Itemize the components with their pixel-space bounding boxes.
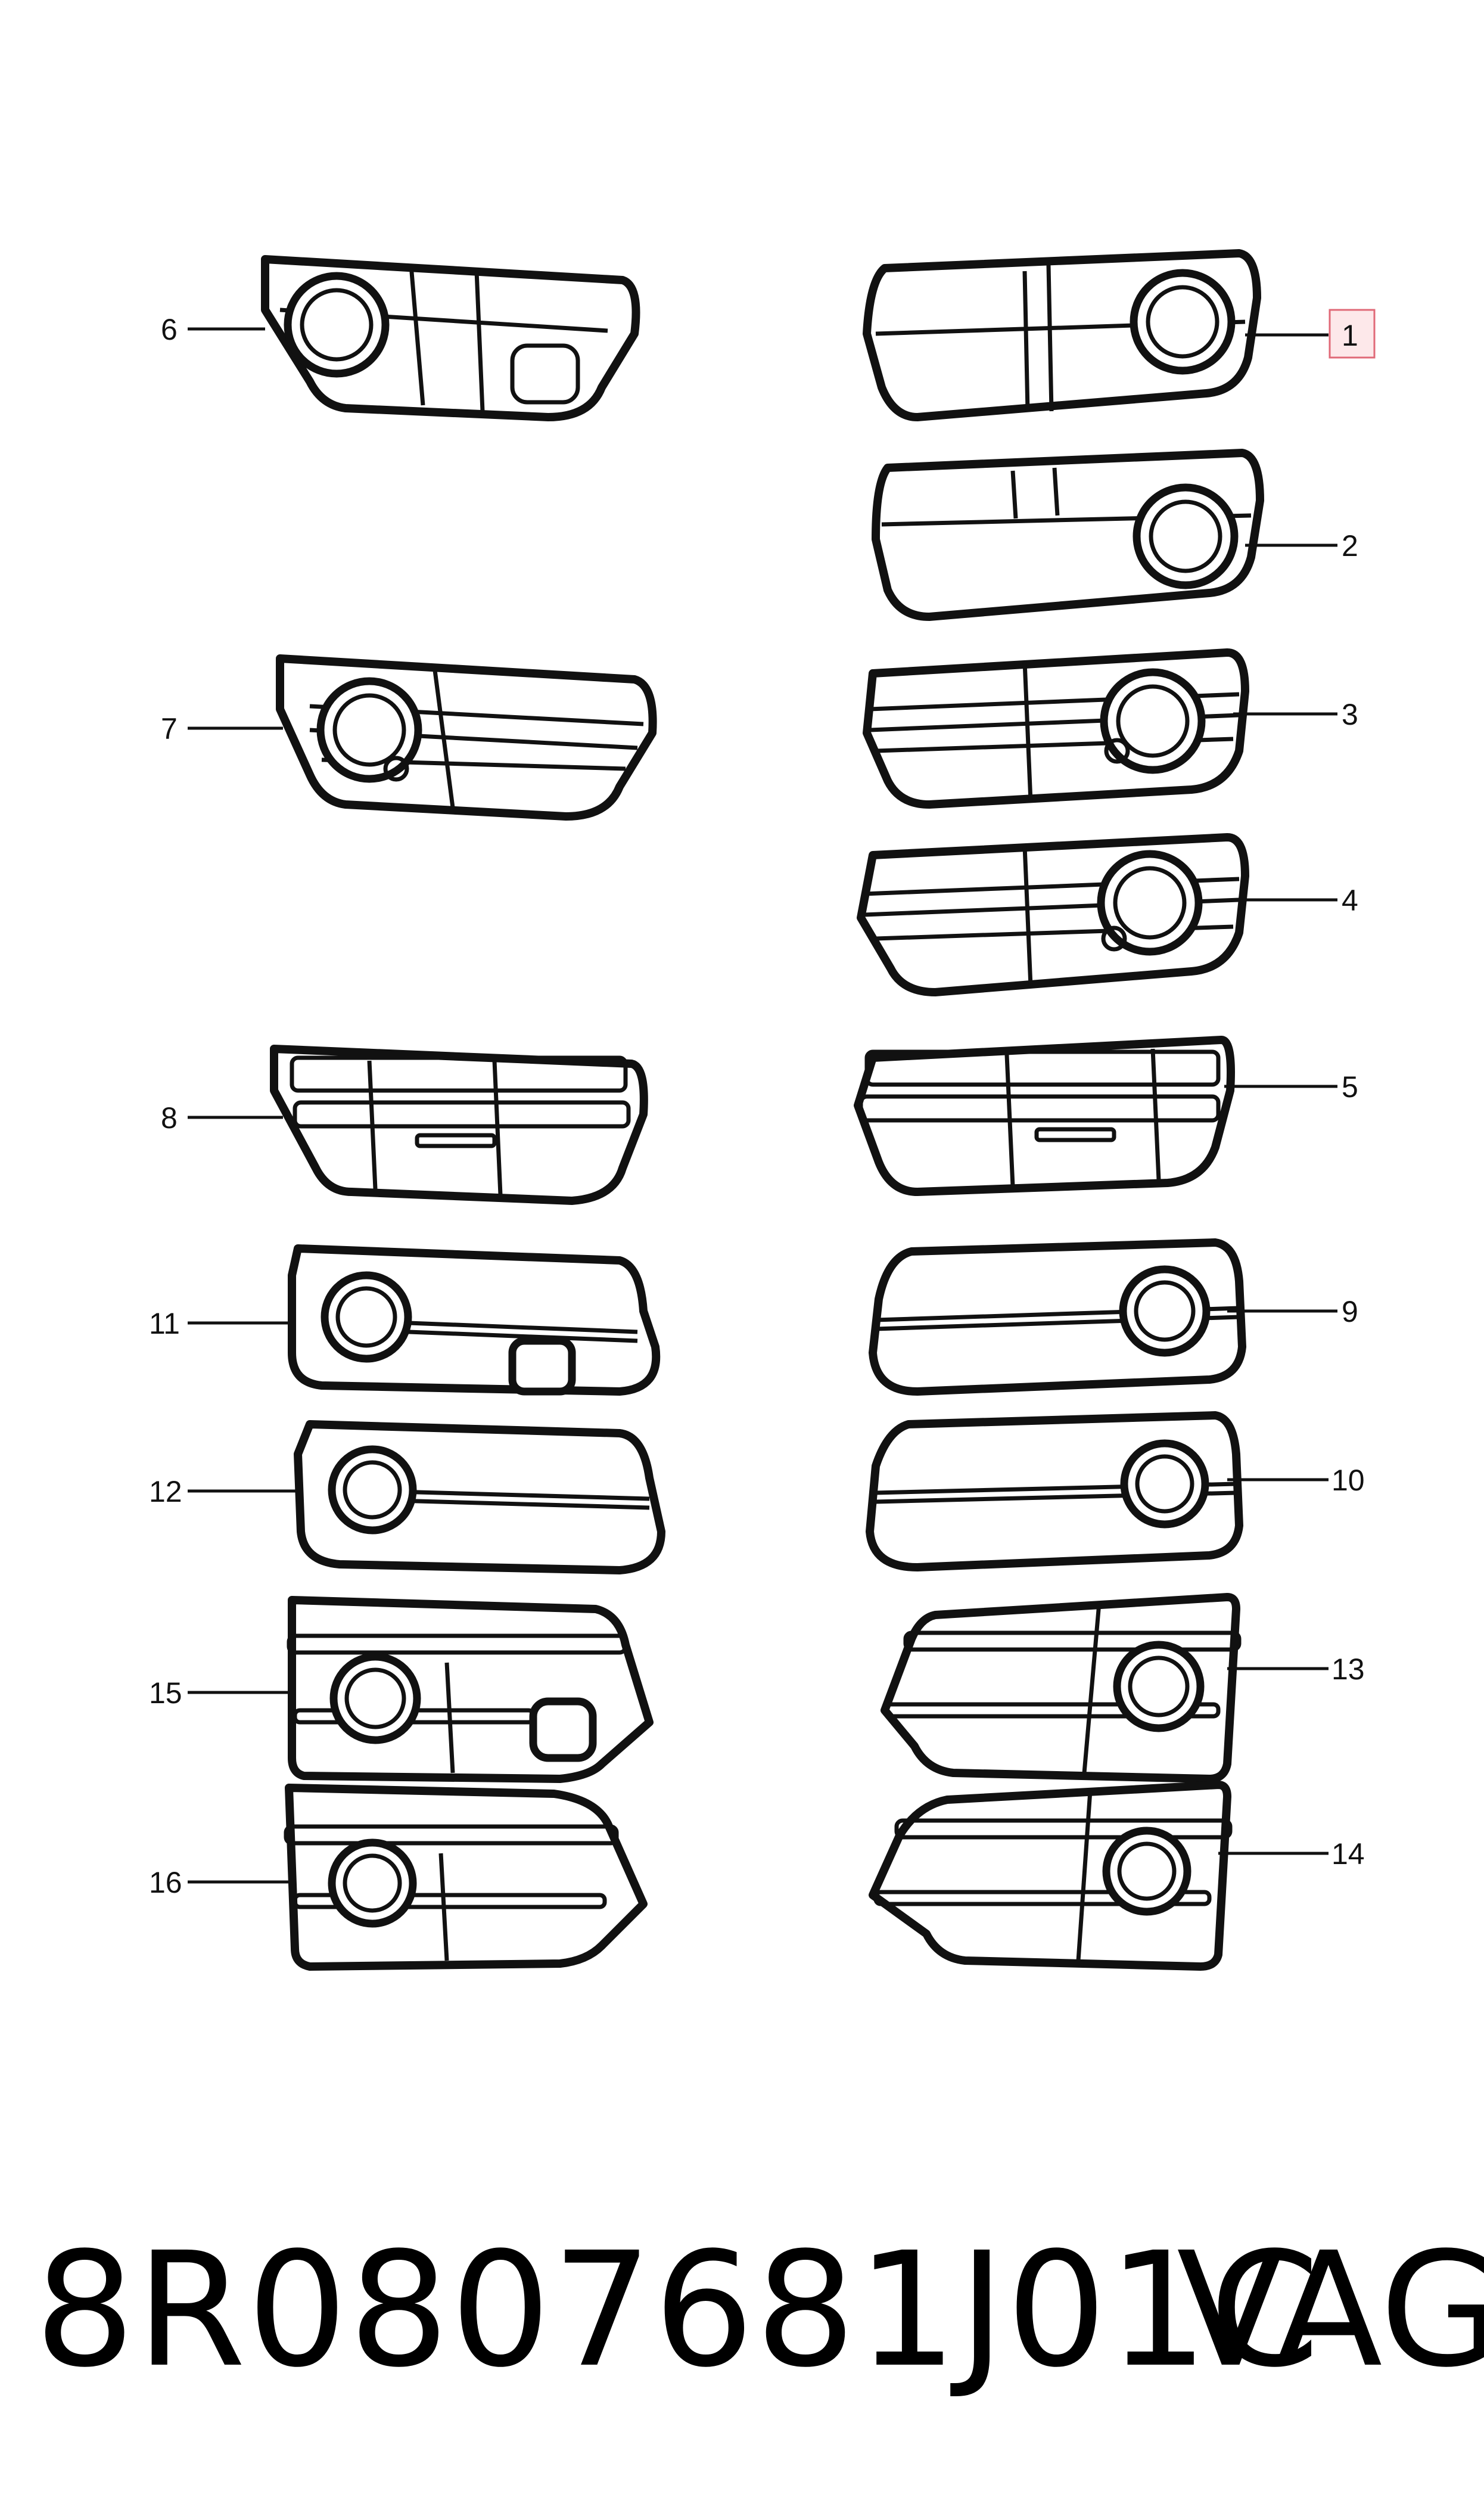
callout-15: 15: [149, 1676, 182, 1710]
grille-part-15: [287, 1596, 654, 1783]
callout-1-highlight[interactable]: [1329, 309, 1376, 359]
grille-part-5: [854, 1036, 1235, 1196]
grille-part-11: [288, 1244, 661, 1396]
grille-part-6: [261, 255, 640, 421]
callout-16: 16: [149, 1866, 182, 1899]
part-number: 8R0807681J01C: [35, 2219, 1321, 2402]
callout-3: 3: [1342, 698, 1358, 731]
callout-13: 13: [1331, 1653, 1365, 1686]
callout-7: 7: [161, 712, 178, 746]
callout-12: 12: [149, 1475, 182, 1508]
grille-part-8: [270, 1045, 648, 1205]
grille-part-2: [872, 449, 1264, 621]
grille-part-14: [869, 1781, 1233, 1971]
grille-part-16: [284, 1784, 648, 1971]
grille-part-1[interactable]: [863, 249, 1261, 421]
grille-part-9: [869, 1238, 1246, 1396]
callout-10: 10: [1331, 1464, 1365, 1497]
callout-8: 8: [161, 1101, 178, 1135]
callout-9: 9: [1342, 1295, 1358, 1328]
grille-part-13: [881, 1593, 1242, 1783]
grille-part-10: [866, 1411, 1243, 1571]
grille-part-12: [294, 1420, 665, 1574]
callout-2: 2: [1342, 529, 1358, 563]
grille-part-7: [276, 654, 657, 821]
callout-6: 6: [161, 313, 178, 346]
grille-part-3: [863, 648, 1249, 809]
callout-11: 11: [149, 1307, 180, 1340]
callout-4: 4: [1342, 884, 1358, 917]
grille-part-4: [857, 833, 1249, 996]
callout-5: 5: [1342, 1070, 1358, 1104]
brand-label: VAG: [1177, 2219, 1484, 2402]
callout-1[interactable]: 1: [1342, 319, 1358, 352]
callout-14: 14: [1331, 1837, 1365, 1871]
